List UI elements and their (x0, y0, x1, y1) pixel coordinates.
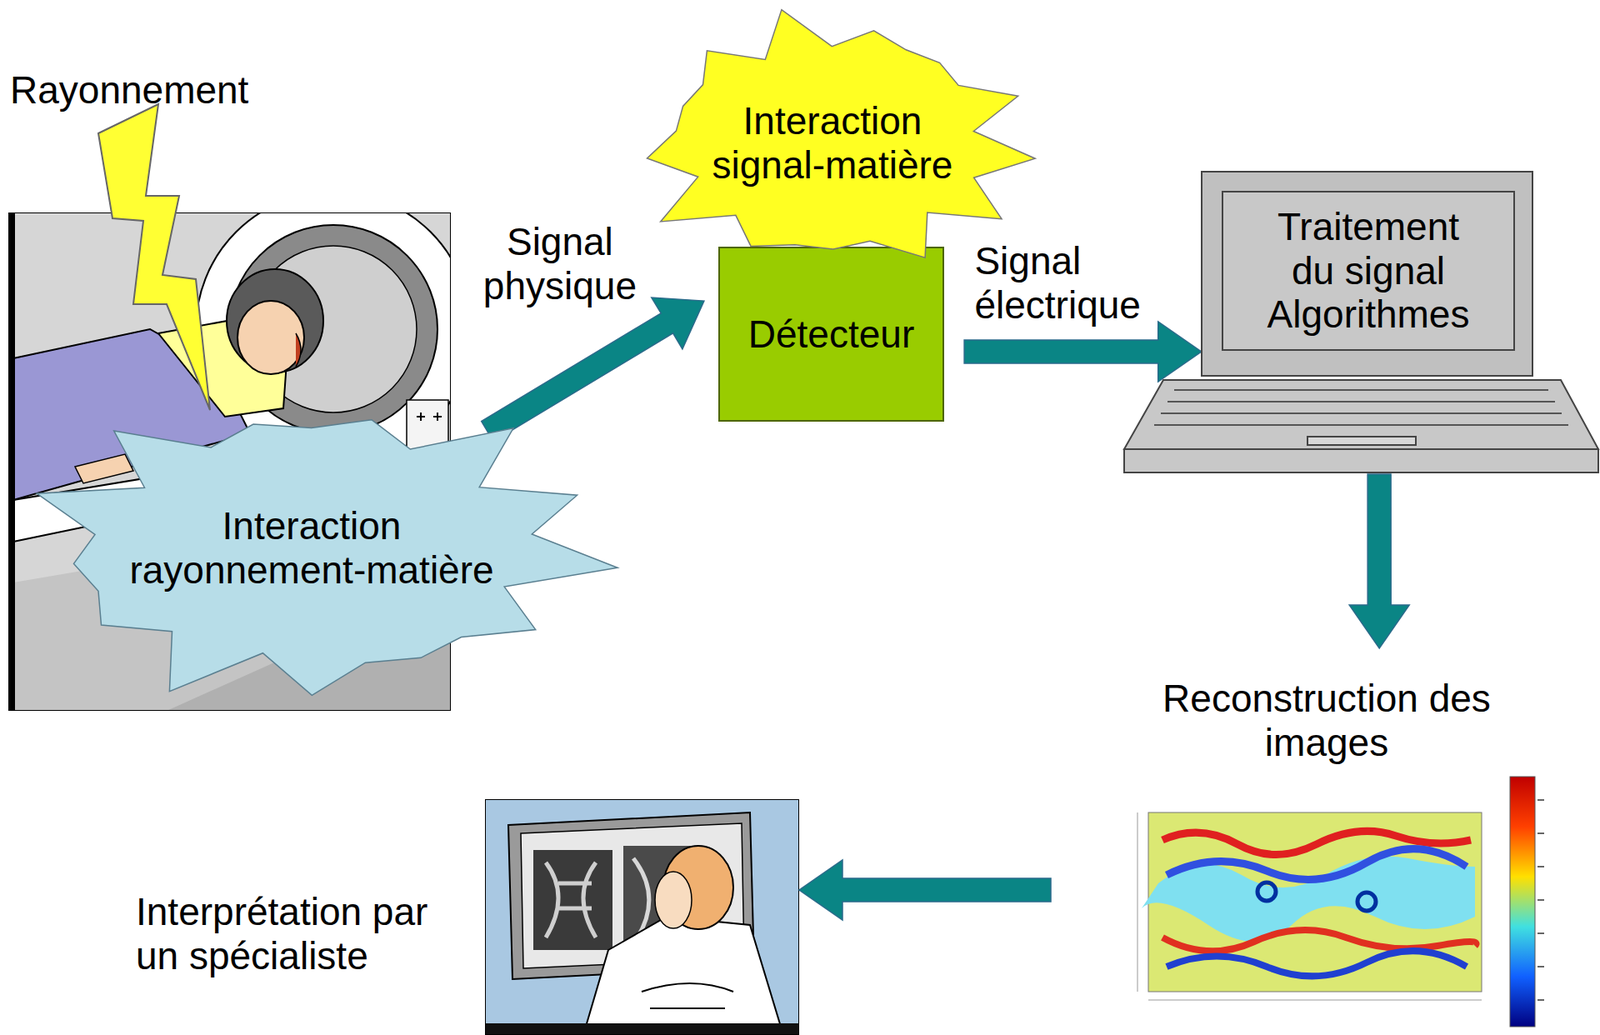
reconstruction-plot (1137, 776, 1545, 1027)
signal-label: Signal électrique (974, 239, 1158, 328)
keyboard-row (1174, 389, 1549, 391)
screen-frame (1222, 191, 1515, 350)
starburst-node: Interaction signal-matière (622, 5, 1043, 281)
starburst-node: Interaction rayonnement-matière (3, 385, 620, 711)
doctor-scene (485, 799, 800, 1035)
doctor-scene-part (485, 1023, 800, 1035)
node-text: Reconstruction des images (1143, 676, 1510, 765)
doctor-scene-part (641, 983, 734, 1009)
node-text: Détecteur (748, 312, 915, 357)
keyboard-row (1160, 412, 1562, 415)
node-text: Interaction rayonnement-matière (120, 504, 504, 593)
reconstruction-plot-part (1510, 776, 1535, 1027)
reconstruction-plot-part (1257, 882, 1276, 901)
reconstruction-plot-part (1357, 892, 1376, 911)
signal-label: Signal physique (472, 220, 648, 309)
touchpad (1307, 436, 1416, 445)
reconstruction-plot-part (1162, 930, 1477, 951)
block-arrow (481, 297, 705, 441)
laptop-edge (1124, 449, 1599, 473)
doctor-scene-part (485, 799, 800, 1035)
block-arrow (964, 321, 1202, 382)
reconstruction-plot-part (1137, 812, 1482, 1000)
keyboard-row (1167, 400, 1555, 403)
ct-scene-part (75, 454, 134, 484)
doctor-scene-part (655, 871, 692, 929)
ct-scene-part (8, 212, 15, 711)
block-arrow (1349, 474, 1410, 649)
node-text: Traitement du signal Algorithmes (1255, 205, 1481, 338)
laptop-base (1124, 380, 1599, 450)
ct-scene-part (416, 412, 442, 421)
lightning-bolt (98, 104, 210, 410)
node-text: Interaction signal-matière (695, 99, 970, 188)
free-label: Rayonnement (10, 68, 277, 113)
laptop-node: Traitement du signal Algorithmes (1124, 171, 1599, 475)
process-box: Détecteur (718, 246, 945, 422)
ct-scene-part (237, 300, 305, 375)
doctor-scene-part (485, 799, 800, 1035)
image-node: Interprétation par un spécialiste (485, 799, 800, 1035)
doctor-scene-part (545, 862, 596, 938)
starburst-shape (36, 420, 618, 696)
laptop-screen (1201, 171, 1533, 376)
reconstruction-plot-part (1537, 800, 1545, 1000)
starburst-shape (647, 10, 1036, 259)
caption-text: Interprétation par un spécialiste (135, 890, 461, 979)
image-node: Reconstruction des images (1101, 676, 1552, 767)
screen-area: Traitement du signal Algorithmes (1222, 191, 1515, 350)
doctor-scene-part (533, 850, 613, 950)
doctor-scene-part (583, 916, 784, 1035)
ct-scene-part (295, 333, 301, 367)
reconstruction-plot-part (1166, 849, 1467, 880)
reconstruction-plot-part (1166, 950, 1467, 976)
keyboard-row (1154, 424, 1569, 426)
block-arrow (799, 860, 1051, 920)
